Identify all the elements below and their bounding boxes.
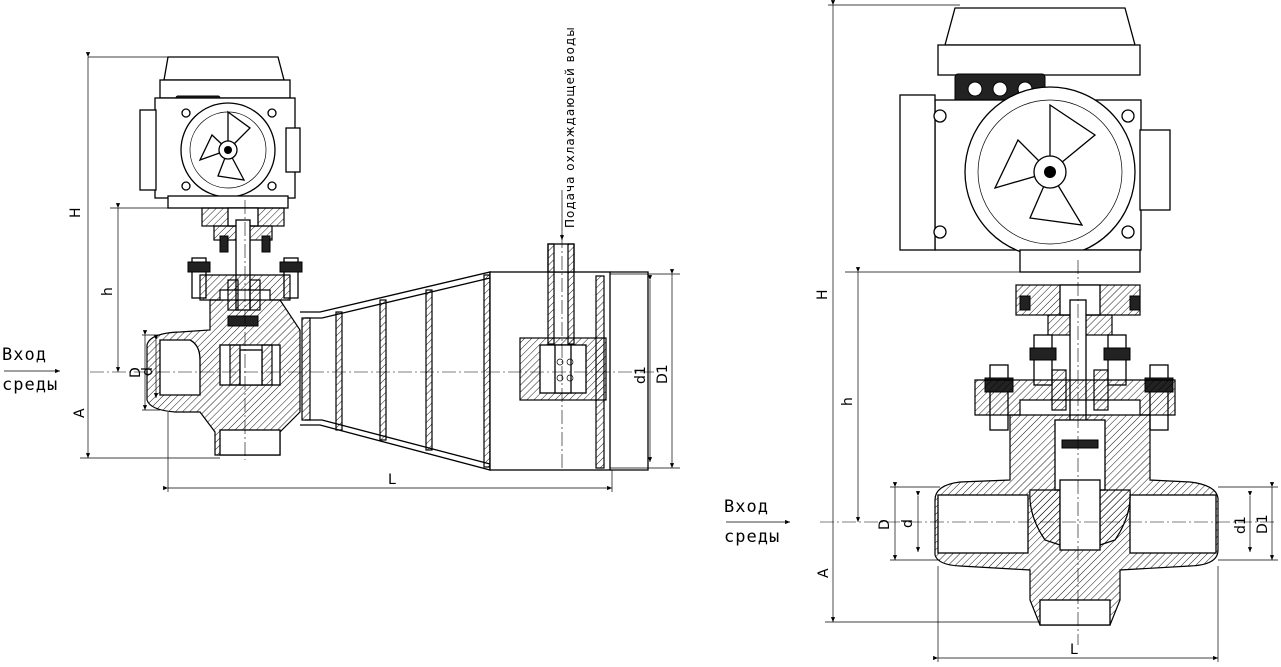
- left-dim-A: A: [72, 408, 88, 418]
- right-dim-A: A: [816, 568, 832, 578]
- left-dim-H: H: [68, 207, 84, 218]
- left-reducer: [300, 271, 491, 471]
- cooling-water-label: Подача охлаждающей воды: [563, 26, 577, 228]
- left-dim-D1: D1: [655, 364, 671, 384]
- left-view: H h A D d d1 D1 L Подача охлаждающей вод…: [2, 26, 680, 492]
- right-dim-d: d: [900, 519, 916, 528]
- left-dim-d: d: [140, 367, 156, 376]
- right-dimensions: [825, 0, 1278, 662]
- left-inlet-label-2: среды: [2, 375, 58, 395]
- left-inlet-label-1: Вход: [2, 345, 47, 365]
- right-dim-h: h: [840, 397, 856, 406]
- left-dim-h: h: [100, 287, 116, 296]
- left-yoke: [187, 207, 303, 311]
- right-dim-H: H: [815, 289, 831, 300]
- right-inlet-label-1: Вход: [724, 497, 769, 517]
- left-dim-L: L: [388, 472, 396, 488]
- left-valve-body: [146, 299, 301, 456]
- right-inlet-label-2: среды: [724, 527, 780, 547]
- left-dim-D: D: [128, 367, 144, 378]
- right-dim-d1: d1: [1233, 516, 1249, 534]
- right-actuator: [899, 7, 1171, 273]
- right-dim-D1: D1: [1255, 514, 1271, 534]
- right-dim-L: L: [1070, 642, 1078, 658]
- right-dim-D: D: [877, 519, 893, 530]
- left-actuator: [139, 56, 301, 209]
- left-cooler: [489, 243, 649, 471]
- right-view: H h A D d d1 D1 L Вход среды: [724, 0, 1278, 662]
- left-dim-d1: d1: [633, 366, 649, 384]
- left-dimensions: [80, 52, 680, 492]
- right-valve-body: [934, 414, 1219, 626]
